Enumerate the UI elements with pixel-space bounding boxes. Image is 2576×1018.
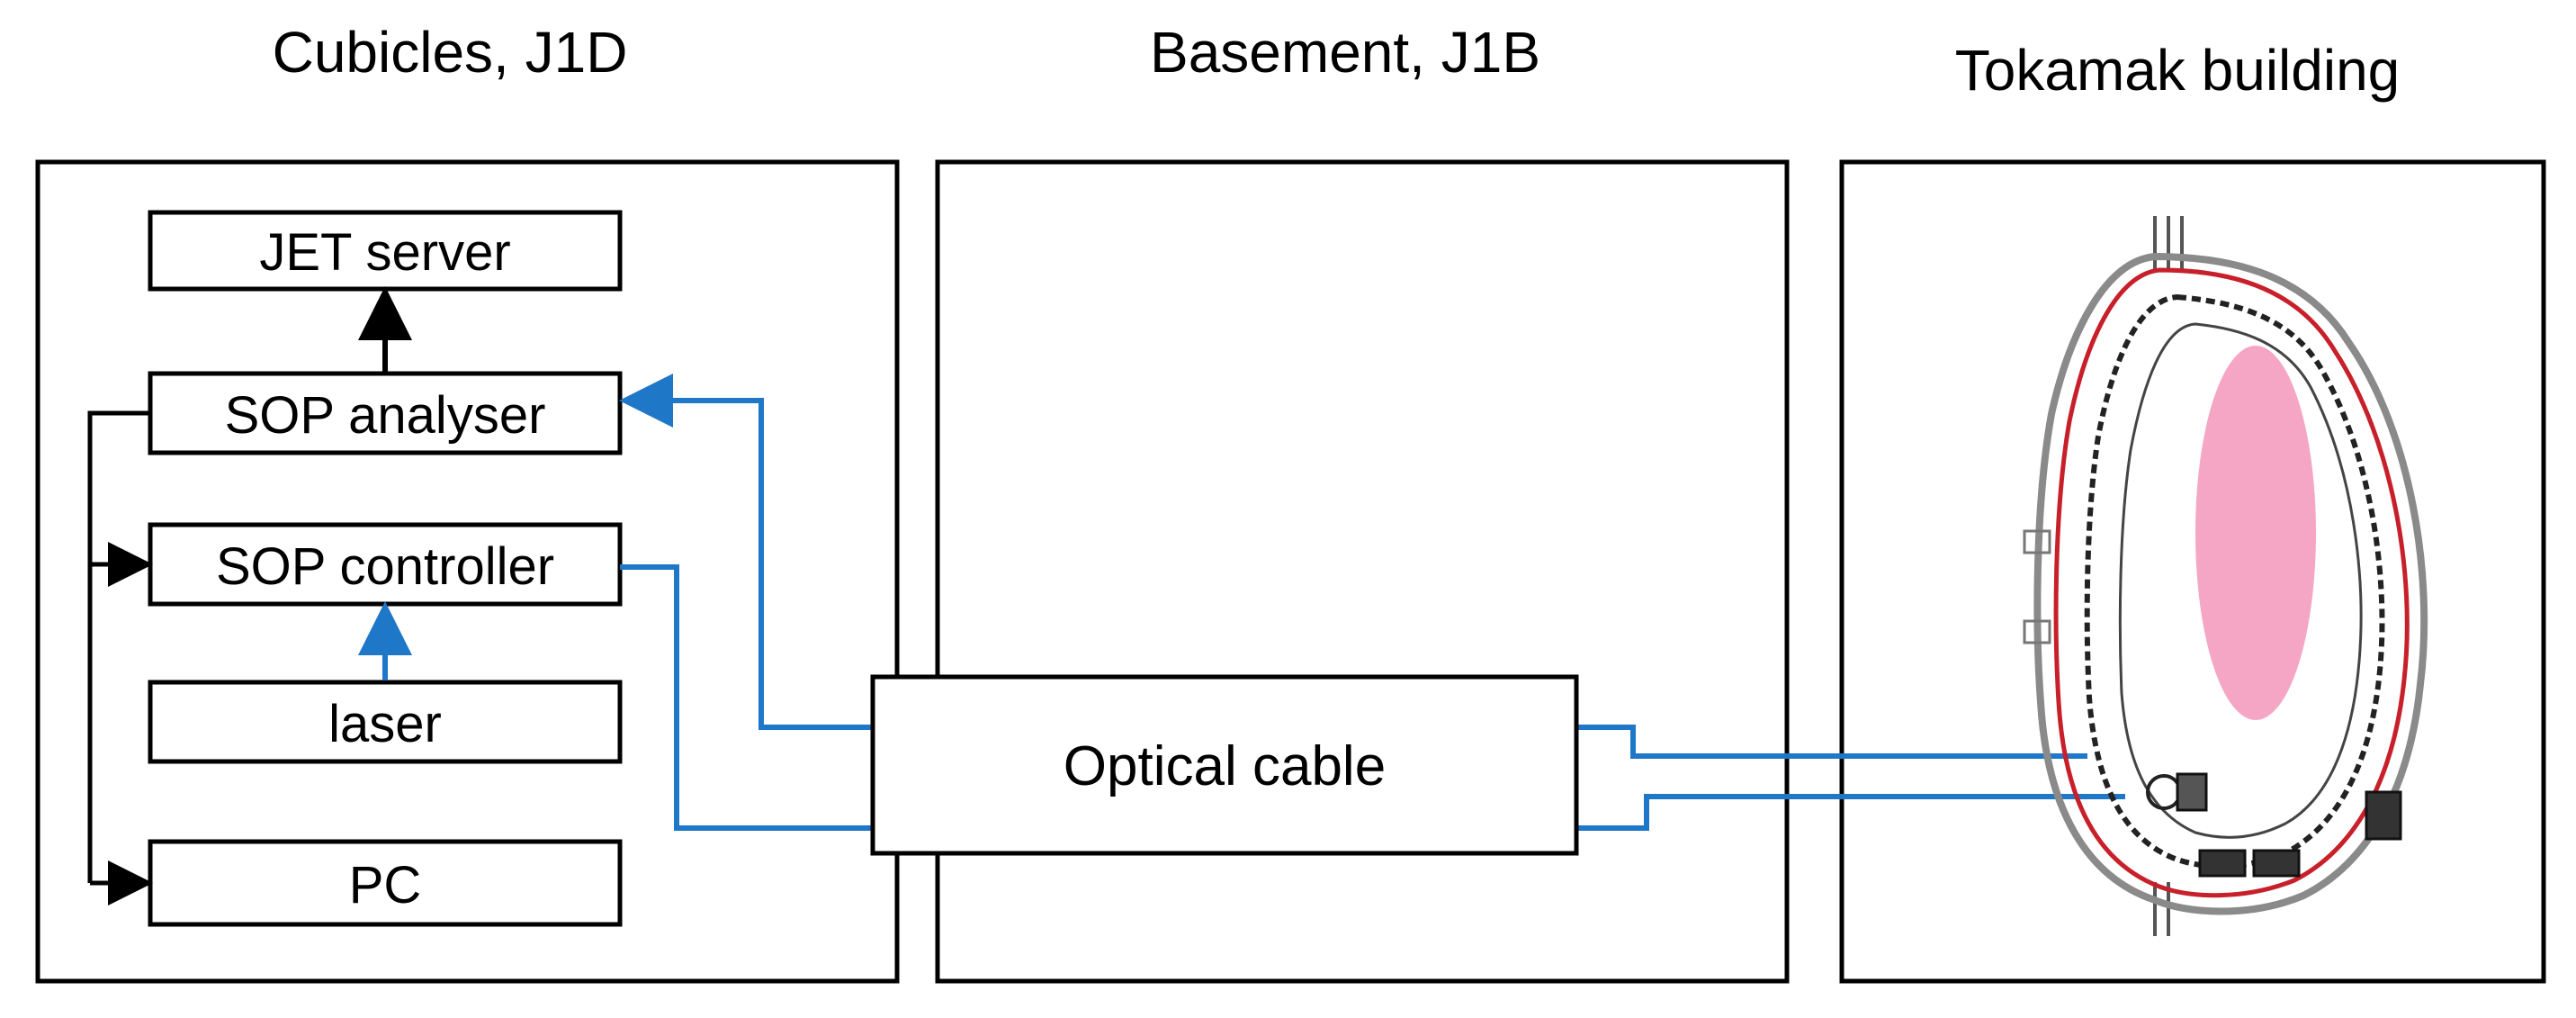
region-frame-tokamak [1839, 159, 2546, 984]
cable-to-analyser-fiber [619, 374, 873, 730]
cable-to-tokamak-fiber-upper [1576, 725, 2087, 759]
region-title-basement: Basement, J1B [1150, 20, 1540, 85]
pc-box[interactable]: PC [148, 839, 623, 927]
cable-to-tokamak-fiber-lower [1576, 794, 2125, 831]
sop-analyser-label: SOP analyser [225, 386, 546, 445]
laser-box[interactable]: laser [148, 680, 623, 764]
sop-analyser-box[interactable]: SOP analyser [148, 371, 623, 455]
jet-server-label: JET server [259, 223, 510, 282]
region-title-cubicles: Cubicles, J1D [273, 20, 628, 85]
tokamak-vessel-drawing [2023, 216, 2428, 936]
region-title-tokamak: Tokamak building [1955, 38, 2401, 103]
pc-label: PC [349, 856, 422, 914]
analyser-bus-line [87, 410, 150, 883]
laser-label: laser [328, 695, 442, 753]
jet-server-box[interactable]: JET server [148, 210, 623, 292]
optical-cable-box[interactable]: Optical cable [870, 674, 1579, 856]
sop-controller-label: SOP controller [216, 537, 554, 596]
controller-to-cable-fiber [620, 564, 873, 831]
optical-cable-label: Optical cable [1064, 735, 1386, 797]
sop-controller-box[interactable]: SOP controller [148, 522, 623, 607]
plasma-shape [2195, 346, 2316, 720]
region-frame-cubicles [35, 159, 900, 984]
vessel-outline [2053, 267, 2410, 898]
region-frame-basement [935, 159, 1790, 984]
